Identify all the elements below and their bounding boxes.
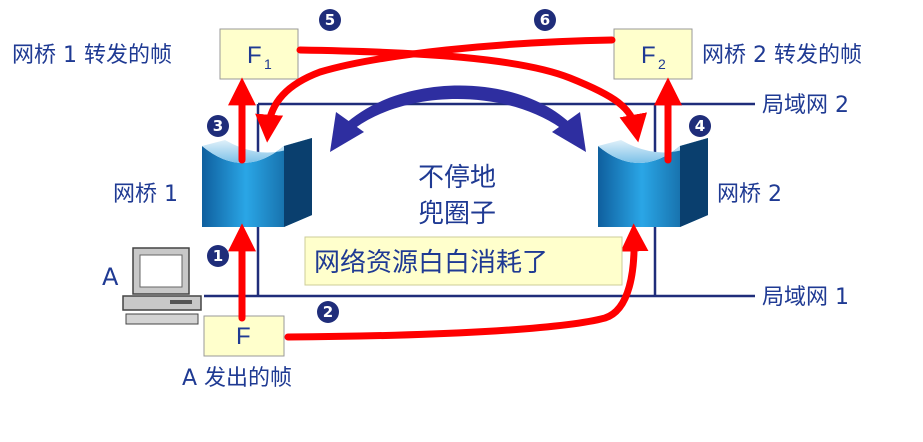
bridge1-label: 网桥 1 — [113, 182, 178, 207]
computer-a-icon — [122, 247, 202, 325]
svg-text:2: 2 — [323, 303, 333, 321]
step-4-marker: 4 — [689, 115, 711, 137]
lan2-label: 局域网 2 — [762, 93, 849, 118]
svg-text:6: 6 — [540, 11, 550, 29]
svg-text:3: 3 — [213, 117, 223, 135]
step-1-marker: 1 — [207, 245, 229, 267]
bridge-1-icon — [202, 138, 312, 227]
arrow-step-5 — [296, 46, 648, 143]
step-2-marker: 2 — [317, 301, 339, 323]
loop-double-arrow-icon — [330, 85, 586, 152]
frame-f-label: F — [236, 323, 251, 350]
frame-f-box: F — [203, 315, 285, 357]
arrow-step-2 — [284, 223, 649, 341]
bridge1-frame-label: 网桥 1 转发的帧 — [12, 43, 172, 68]
wasted-resources-text: 网络资源白白消耗了 — [314, 248, 548, 278]
bridge2-frame-label: 网桥 2 转发的帧 — [702, 43, 862, 68]
host-frame-label: A 发出的帧 — [182, 366, 292, 391]
lan1-label: 局域网 1 — [762, 285, 849, 310]
svg-text:1: 1 — [213, 247, 223, 265]
host-a-label: A — [102, 263, 119, 291]
step-5-marker: 5 — [319, 9, 341, 31]
step-markers: 1 2 3 4 5 6 — [207, 9, 711, 323]
frame-f2-subscript: 2 — [658, 56, 666, 72]
bridge-2-icon — [598, 138, 708, 227]
svg-text:4: 4 — [695, 117, 705, 135]
red-forwarding-arrows — [228, 36, 682, 341]
step-3-marker: 3 — [207, 115, 229, 137]
arrow-step-6 — [255, 36, 616, 143]
wasted-banner-bg — [304, 236, 623, 286]
loop-text-line1: 不停地 — [418, 163, 496, 193]
bridge2-label: 网桥 2 — [717, 182, 782, 207]
frame-f1-box: F 1 — [219, 28, 299, 80]
frame-f1-subscript: 1 — [264, 56, 272, 72]
frame-f1-label: F — [247, 42, 262, 69]
frame-f2-label: F — [641, 42, 656, 69]
step-6-marker: 6 — [534, 9, 556, 31]
frame-f2-box: F 2 — [613, 28, 693, 80]
svg-text:5: 5 — [325, 11, 335, 29]
loop-text-line2: 兜圈子 — [418, 199, 496, 229]
